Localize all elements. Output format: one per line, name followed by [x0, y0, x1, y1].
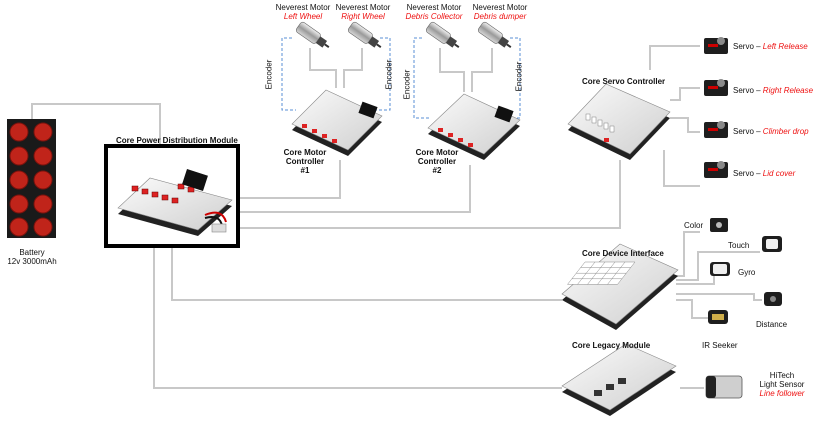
servo-controller-title: Core Servo Controller [582, 77, 666, 86]
servo-label-1: Servo – Left Release [733, 42, 808, 51]
encoder-label-3: Encoder [402, 69, 412, 100]
distance-sensor-label: Distance [756, 320, 788, 329]
servo-icon-3 [704, 121, 728, 138]
servo-icon-4 [704, 161, 728, 178]
touch-sensor-label: Touch [728, 241, 750, 250]
wire-m1-mc1 [309, 48, 337, 88]
pdm-module [104, 144, 240, 248]
motor-controller-2-label: Core Motor Controller #2 [415, 148, 459, 175]
servo-label-2: Servo – Right Release [733, 86, 814, 95]
encoder-label-4: Encoder [514, 61, 524, 92]
legacy-module [561, 343, 677, 416]
wire-touch [676, 251, 760, 281]
servo-icon-2 [704, 79, 728, 96]
battery-label: Battery 12v 3000mAh [7, 248, 57, 266]
sensor-icons [708, 218, 782, 324]
wire-servo-2 [670, 87, 700, 101]
wire-m3-mc2 [439, 48, 465, 92]
motor-icons [295, 21, 512, 49]
legacy-title: Core Legacy Module [572, 341, 651, 350]
wire-servo-1 [649, 45, 700, 70]
gyro-sensor-label: Gyro [738, 268, 756, 277]
wire-servo-3 [670, 117, 700, 133]
motor-controller-1-label: Core Motor Controller #1 [283, 148, 327, 175]
device-interface-module [561, 243, 679, 330]
motor-icon-4 [477, 21, 512, 49]
touch-sensor-icon [762, 236, 782, 252]
color-sensor-label: Color [684, 221, 704, 230]
motor-controller-1 [291, 89, 383, 156]
motor-controller-2 [427, 93, 521, 160]
wire-distance [676, 293, 762, 301]
servo-label-4: Servo – Lid cover [733, 169, 796, 178]
pdm-title: Core Power Distribution Module [116, 136, 238, 145]
motor-icon-3 [425, 21, 460, 49]
wire-m2-mc1 [343, 48, 363, 88]
color-sensor-icon [710, 218, 728, 232]
motor-icon-1 [295, 21, 330, 49]
encoder-label-2: Encoder [384, 59, 394, 90]
battery-icon [7, 119, 56, 238]
wires [31, 45, 762, 389]
servo-icons [704, 37, 728, 178]
wire-color [676, 231, 700, 277]
gyro-sensor-icon [710, 262, 730, 276]
wire-pdm-legacy [153, 246, 562, 389]
wire-pdm-servo [238, 160, 621, 229]
light-sensor-label: HiTech Light Sensor Line follower [759, 371, 805, 398]
wire-battery-pdm [31, 103, 161, 146]
light-sensor-icon [705, 375, 743, 399]
motor-icon-2 [347, 21, 382, 49]
wire-pdm-mc2 [238, 165, 471, 213]
wire-pdm-mc1 [238, 160, 341, 199]
wire-servo-4 [663, 150, 700, 187]
wire-ir [676, 299, 708, 319]
ir-seeker-icon [708, 310, 728, 324]
encoder-label-1: Encoder [264, 59, 274, 90]
servo-label-3: Servo – Climber drop [733, 127, 809, 136]
wire-m4-mc2 [471, 48, 493, 92]
distance-sensor-icon [764, 292, 782, 306]
wire-pdm-dim [171, 246, 562, 301]
ir-seeker-label: IR Seeker [702, 341, 738, 350]
device-interface-title: Core Device Interface [582, 249, 664, 258]
servo-controller [567, 83, 671, 160]
servo-icon-1 [704, 37, 728, 54]
